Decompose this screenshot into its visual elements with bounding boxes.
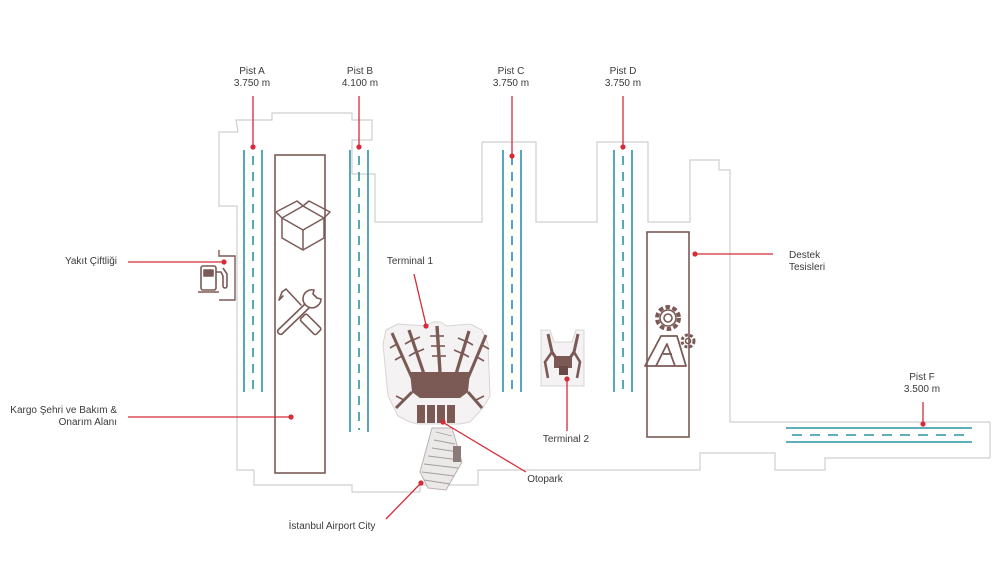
fuel-farm xyxy=(198,250,236,301)
terminal-1-label: Terminal 1 xyxy=(386,256,434,267)
runway-c-label: Pist C 3.750 m xyxy=(493,66,529,90)
wrench-screwdriver-icon xyxy=(276,288,322,336)
parking-garage xyxy=(417,405,455,423)
runway-d-length: 3.750 m xyxy=(604,78,642,89)
cargo-area-label-line1: Kargo Şehri ve Bakım & xyxy=(10,405,117,416)
runway-a-name: Pist A xyxy=(239,66,265,77)
terminal-2-label: Terminal 2 xyxy=(542,434,590,445)
runway-f-label: Pist F 3.500 m xyxy=(904,372,940,396)
fuel-pump-icon xyxy=(198,265,228,293)
airport-city-label: İstanbul Airport City xyxy=(288,521,376,532)
terminal-1 xyxy=(382,321,491,425)
runway-d xyxy=(613,150,633,392)
runway-f xyxy=(786,427,972,443)
runway-a-length: 3.750 m xyxy=(233,78,271,89)
fuel-farm-label: Yakıt Çiftliği xyxy=(64,256,117,267)
runway-f-name: Pist F xyxy=(909,372,935,383)
callouts xyxy=(128,96,926,520)
runway-c xyxy=(502,150,522,392)
runway-c-length: 3.750 m xyxy=(492,78,530,89)
terminal-2 xyxy=(540,329,585,387)
runway-b-label: Pist B 4.100 m xyxy=(342,66,378,90)
support-facilities-area xyxy=(646,231,690,438)
runway-b-name: Pist B xyxy=(346,66,374,77)
runway-c-name: Pist C xyxy=(497,66,525,77)
support-facilities-label-line1: Destek xyxy=(789,250,821,261)
runway-a-label: Pist A 3.750 m xyxy=(234,66,270,90)
airport-boundary xyxy=(218,112,991,493)
runway-b-length: 4.100 m xyxy=(341,78,379,89)
runway-d-name: Pist D xyxy=(609,66,637,77)
cargo-area xyxy=(274,154,326,474)
hangar-icon xyxy=(644,335,687,367)
runway-d-label: Pist D 3.750 m xyxy=(605,66,641,90)
support-facilities-label-line2: Tesisleri xyxy=(789,262,826,273)
support-facilities-label: Destek Tesisleri xyxy=(789,250,825,274)
cargo-area-label: Kargo Şehri ve Bakım & Onarım Alanı xyxy=(10,405,117,429)
box-icon xyxy=(275,200,331,251)
gear-icon xyxy=(655,305,696,349)
airport-city xyxy=(419,427,463,491)
cargo-area-label-line2: Onarım Alanı xyxy=(58,417,117,428)
runway-a xyxy=(243,150,263,392)
parking-label: Otopark xyxy=(527,474,563,485)
runway-f-length: 3.500 m xyxy=(903,384,941,395)
runway-b xyxy=(349,150,369,432)
